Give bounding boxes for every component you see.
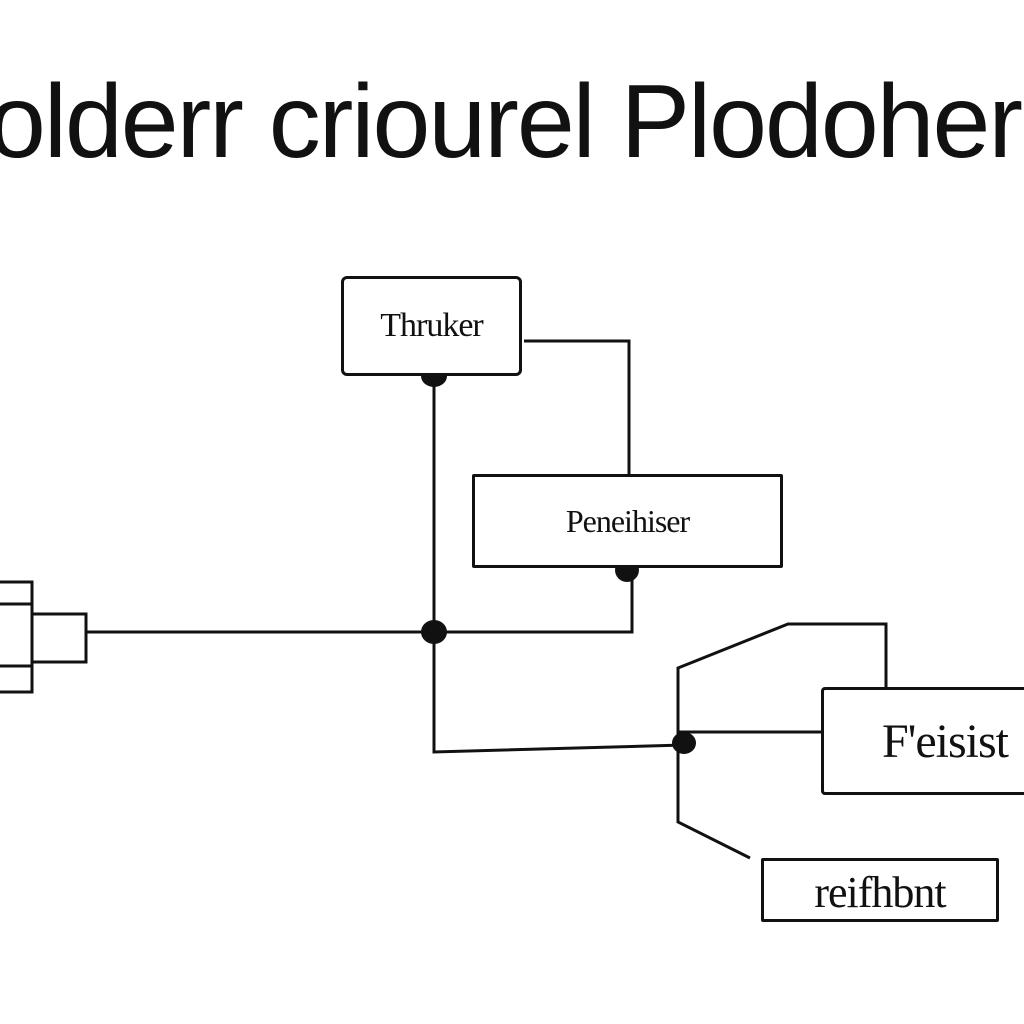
wire-feeder-loop	[676, 622, 888, 745]
box-feeder-label: F'eisist	[882, 714, 1009, 768]
box-thruster: Thruker	[341, 276, 522, 376]
junction-node	[421, 620, 447, 644]
wire-thruster-processor	[524, 339, 631, 474]
wire-main-bus	[86, 570, 634, 634]
box-thruster-label: Thruker	[380, 307, 484, 344]
box-feeder: F'eisist	[821, 687, 1024, 795]
box-processor: Peneihiser	[472, 474, 783, 568]
box-terminal: reifhbnt	[761, 858, 999, 922]
wire-thruster-vertical	[432, 376, 685, 754]
plug-connector-icon	[0, 580, 88, 694]
diagram-title: olderr criourel Plodoher	[0, 64, 1023, 180]
box-processor-label: Peneihiser	[565, 502, 690, 539]
box-terminal-label: reifhbnt	[814, 867, 946, 917]
wire-terminal	[676, 745, 751, 860]
junction-node	[672, 732, 696, 754]
